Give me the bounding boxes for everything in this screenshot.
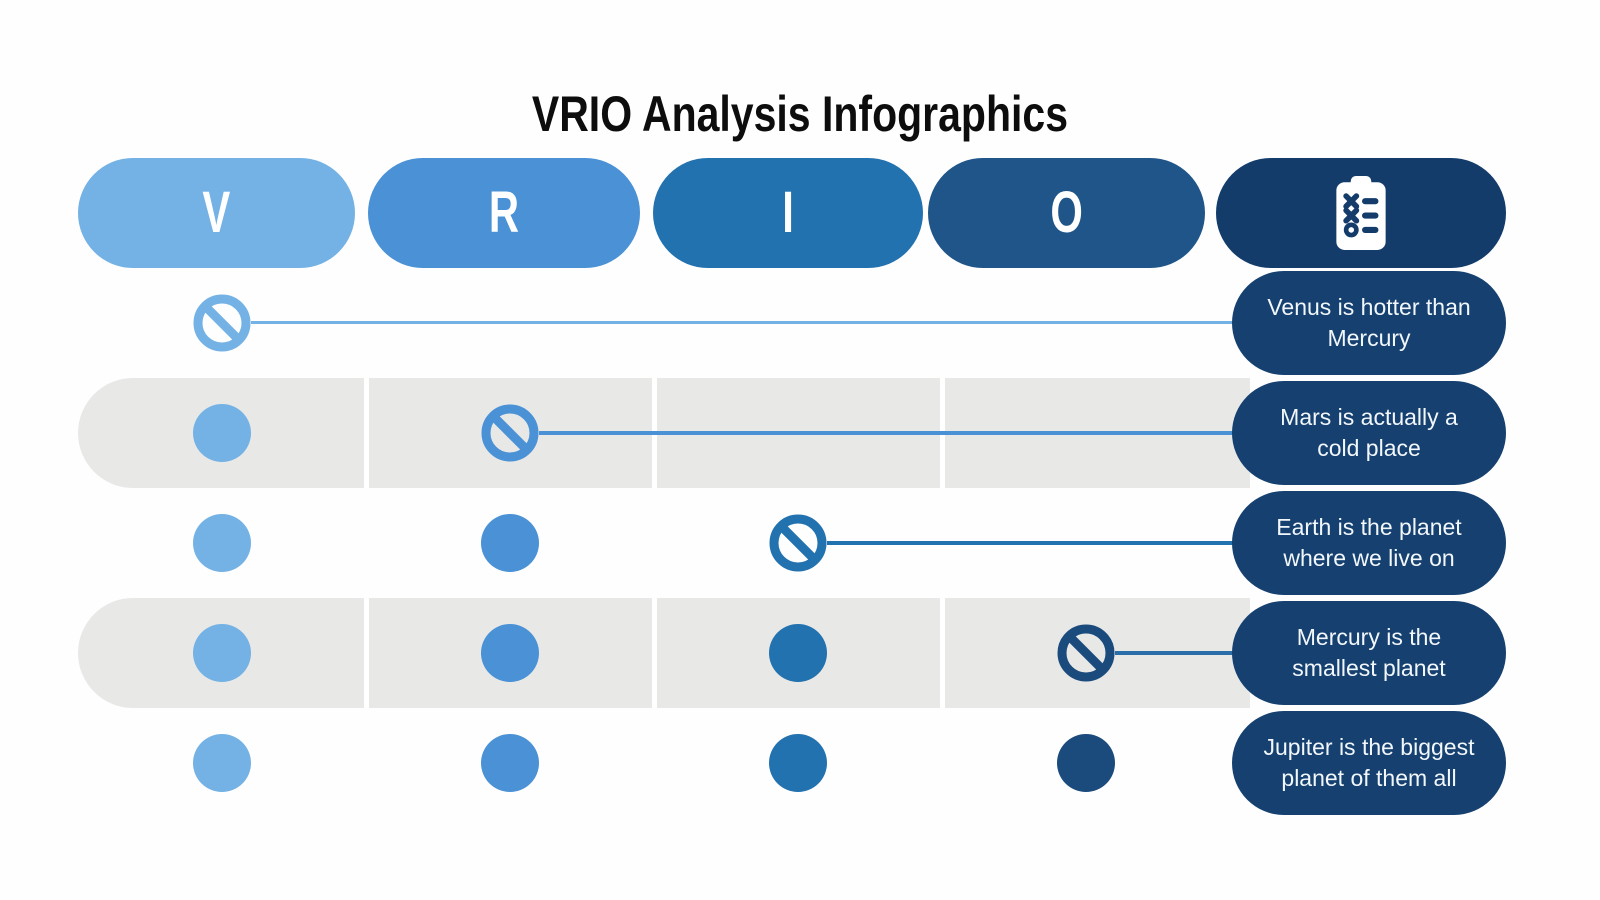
value-dot-r (481, 514, 539, 572)
note-pill-row-3: Earth is the planet where we live on (1232, 491, 1506, 595)
header-pill-notes (1216, 158, 1506, 268)
header-letter-i: I (782, 180, 794, 245)
note-pill-row-2: Mars is actually a cold place (1232, 381, 1506, 485)
column-divider (940, 598, 945, 708)
value-dot-o (1057, 734, 1115, 792)
header-letter-o: O (1050, 180, 1083, 245)
value-dot-v (193, 404, 251, 462)
column-divider (652, 598, 657, 708)
header-pill-o: O (928, 158, 1205, 268)
no-symbol-icon-row-4 (1057, 624, 1115, 682)
no-symbol-icon-row-1 (193, 294, 251, 352)
note-text-row-2: Mars is actually a cold place (1280, 403, 1458, 461)
note-text-row-1: Venus is hotter than Mercury (1267, 293, 1471, 351)
value-dot-r (481, 624, 539, 682)
page-title: VRIO Analysis Infographics (0, 84, 1600, 144)
page-title-text: VRIO Analysis Infographics (531, 86, 1069, 142)
connector-line-row-2 (539, 431, 1243, 435)
column-divider (364, 378, 369, 488)
value-dot-v (193, 734, 251, 792)
header-letter-v: V (202, 180, 231, 245)
header-pill-r: R (368, 158, 640, 268)
note-pill-row-5: Jupiter is the biggest planet of them al… (1232, 711, 1506, 815)
checklist-clipboard-icon (1336, 176, 1386, 250)
value-dot-v (193, 624, 251, 682)
value-dot-i (769, 624, 827, 682)
value-dot-r (481, 734, 539, 792)
connector-line-row-4 (1115, 651, 1243, 655)
note-text-row-3: Earth is the planet where we live on (1276, 513, 1462, 571)
connector-line-row-1 (251, 321, 1243, 324)
column-divider (364, 598, 369, 708)
header-pill-i: I (653, 158, 923, 268)
note-pill-row-4: Mercury is the smallest planet (1232, 601, 1506, 705)
header-pill-v: V (78, 158, 355, 268)
connector-line-row-3 (827, 541, 1243, 545)
no-symbol-icon-row-2 (481, 404, 539, 462)
note-text-row-4: Mercury is the smallest planet (1292, 623, 1446, 681)
value-dot-v (193, 514, 251, 572)
header-letter-r: R (488, 180, 520, 245)
note-text-row-5: Jupiter is the biggest planet of them al… (1263, 733, 1475, 791)
no-symbol-icon-row-3 (769, 514, 827, 572)
value-dot-i (769, 734, 827, 792)
row-band-4 (78, 598, 1250, 708)
note-pill-row-1: Venus is hotter than Mercury (1232, 271, 1506, 375)
